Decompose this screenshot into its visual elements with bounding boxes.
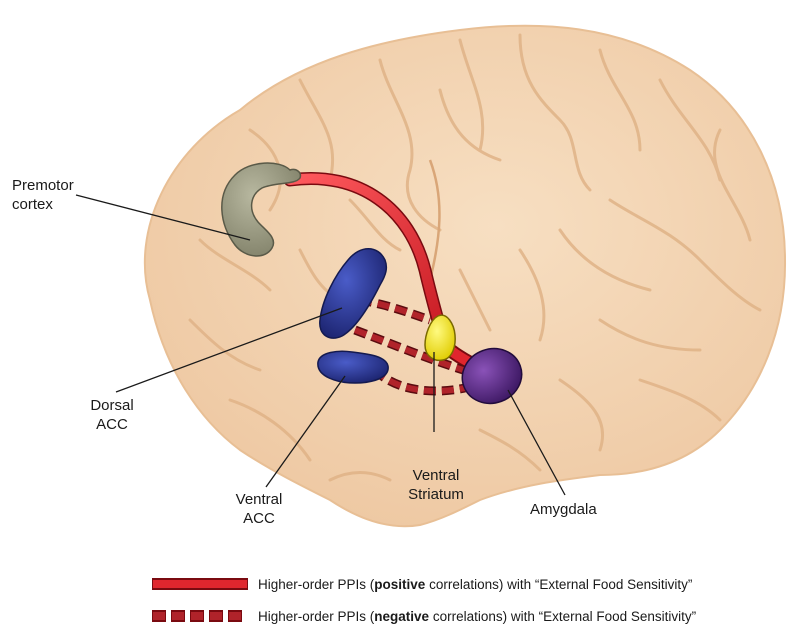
ventral-acc-label: Ventral ACC [224,490,294,528]
legend-negative-row: Higher-order PPIs (negative correlations… [258,606,696,626]
ventral-acc-region [318,351,388,383]
premotor-cortex-label: Premotor cortex [12,176,74,214]
amygdala-label: Amygdala [530,500,597,519]
legend-negative-text: Higher-order PPIs (negative correlations… [258,609,696,624]
legend-positive-text: Higher-order PPIs (positive correlations… [258,577,692,592]
legend-positive-row: Higher-order PPIs (positive correlations… [258,574,692,594]
brain-silhouette [145,26,785,527]
legend-swatches [152,578,248,622]
dorsal-acc-label: Dorsal ACC [82,396,142,434]
ventral-striatum-label: Ventral Striatum [396,466,476,504]
legend-dashed-swatch [152,610,242,622]
